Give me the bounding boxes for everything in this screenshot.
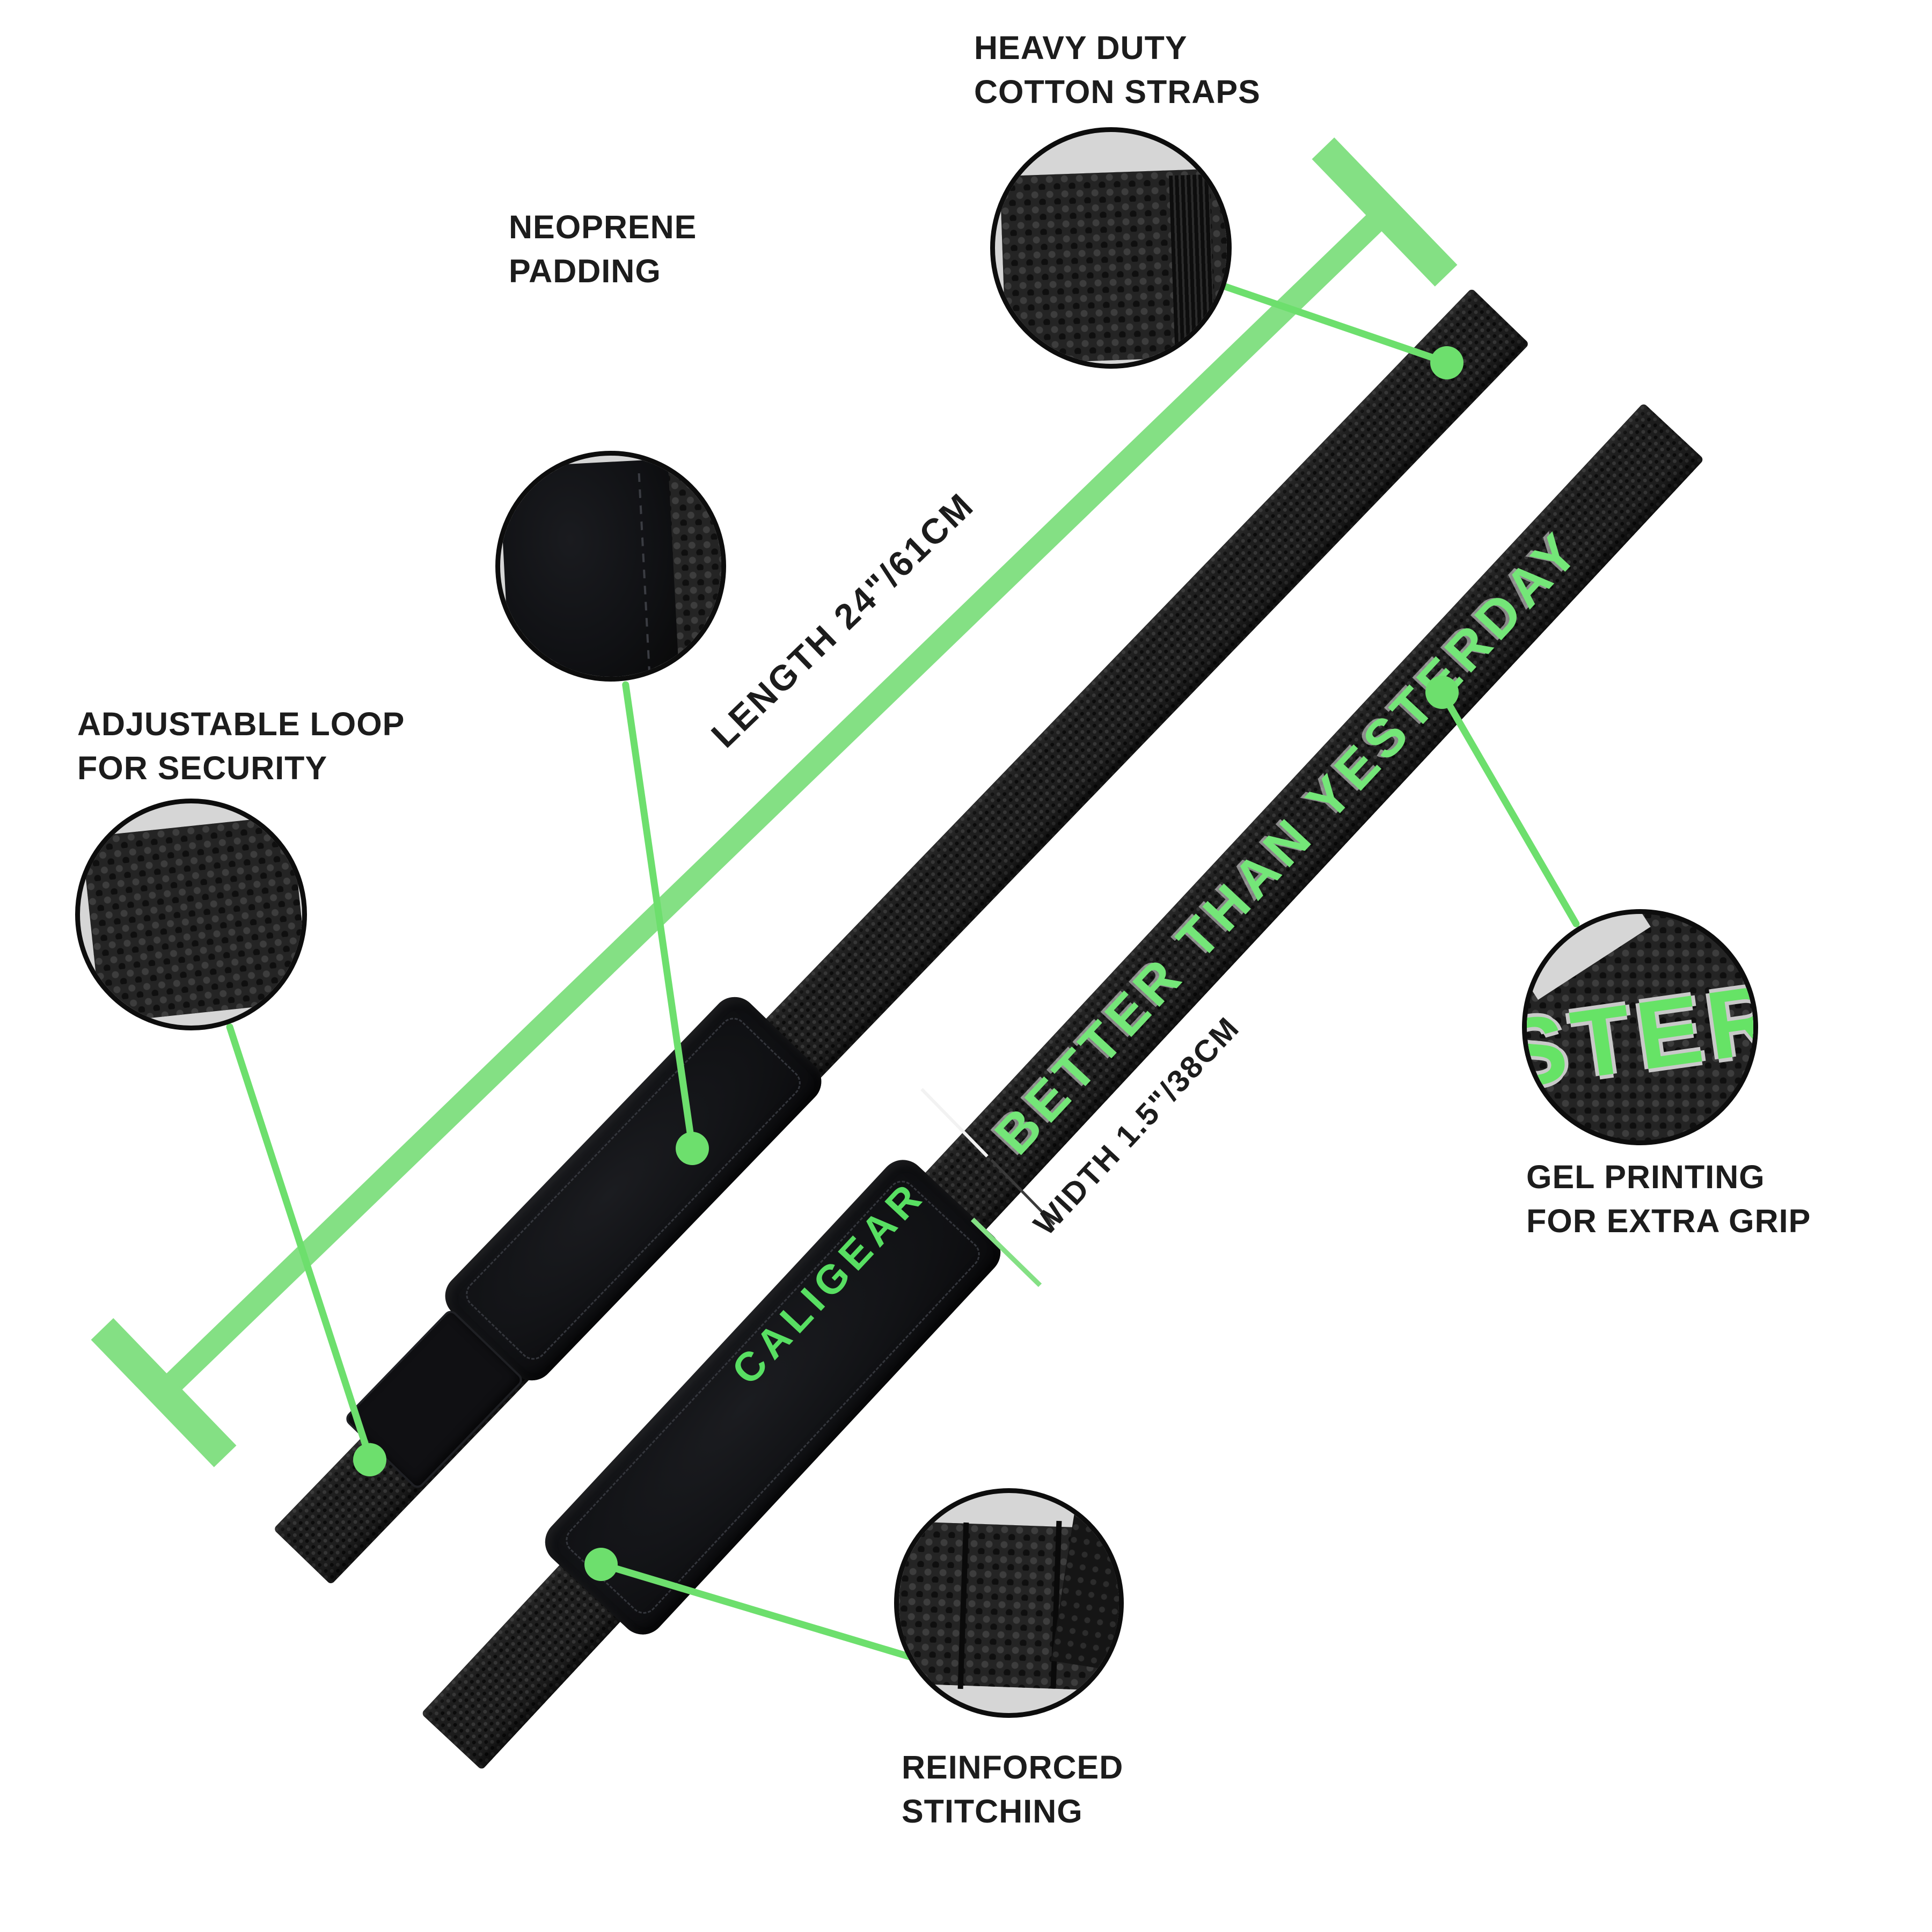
- callout-dot-neoprene: [676, 1132, 709, 1165]
- inset-gel-printing-closeup: STER: [1522, 909, 1758, 1145]
- label-line: REINFORCED: [902, 1749, 1124, 1785]
- label-line: GEL PRINTING: [1526, 1159, 1765, 1195]
- connector-gel-printing: [1439, 690, 1581, 929]
- length-measure-line: [155, 204, 1393, 1401]
- callout-dot-stitching: [584, 1548, 618, 1581]
- label-line: COTTON STRAPS: [974, 74, 1261, 110]
- inset-reinforced-stitching-closeup: [894, 1488, 1124, 1718]
- label-adjustable-loop: ADJUSTABLE LOOP FOR SECURITY: [77, 702, 405, 790]
- strap-slogan-print: BETTER THAN YESTERDAY: [983, 519, 1592, 1166]
- label-heavy-duty-cotton-straps: HEAVY DUTY COTTON STRAPS: [974, 26, 1261, 114]
- inset-cotton-strap-closeup: [990, 127, 1232, 369]
- label-line: ADJUSTABLE LOOP: [77, 706, 405, 742]
- label-line: NEOPRENE: [509, 209, 697, 245]
- stitch-seam: [638, 473, 650, 672]
- label-line: FOR EXTRA GRIP: [1526, 1203, 1811, 1239]
- neoprene-pad-surface: [500, 459, 679, 677]
- callout-dot-cotton: [1430, 346, 1463, 379]
- inset-adjustable-loop-closeup: [75, 799, 307, 1030]
- label-line: STITCHING: [902, 1793, 1083, 1829]
- callout-dot-gel: [1425, 676, 1459, 709]
- velcro-edge-texture: [1169, 174, 1216, 361]
- label-line: HEAVY DUTY: [974, 30, 1188, 66]
- label-neoprene-padding: NEOPRENE PADDING: [509, 205, 697, 293]
- length-dimension-text: LENGTH 24"/61CM: [703, 485, 982, 755]
- label-reinforced-stitching: REINFORCED STITCHING: [902, 1745, 1123, 1833]
- label-line: FOR SECURITY: [77, 750, 328, 786]
- label-line: PADDING: [509, 253, 661, 289]
- inset-neoprene-closeup: [495, 451, 726, 682]
- callout-dot-loop: [353, 1443, 386, 1476]
- loop-weave-texture: [81, 815, 302, 1023]
- connector-adjustable-loop: [225, 1022, 374, 1461]
- label-gel-printing: GEL PRINTING FOR EXTRA GRIP: [1526, 1155, 1811, 1243]
